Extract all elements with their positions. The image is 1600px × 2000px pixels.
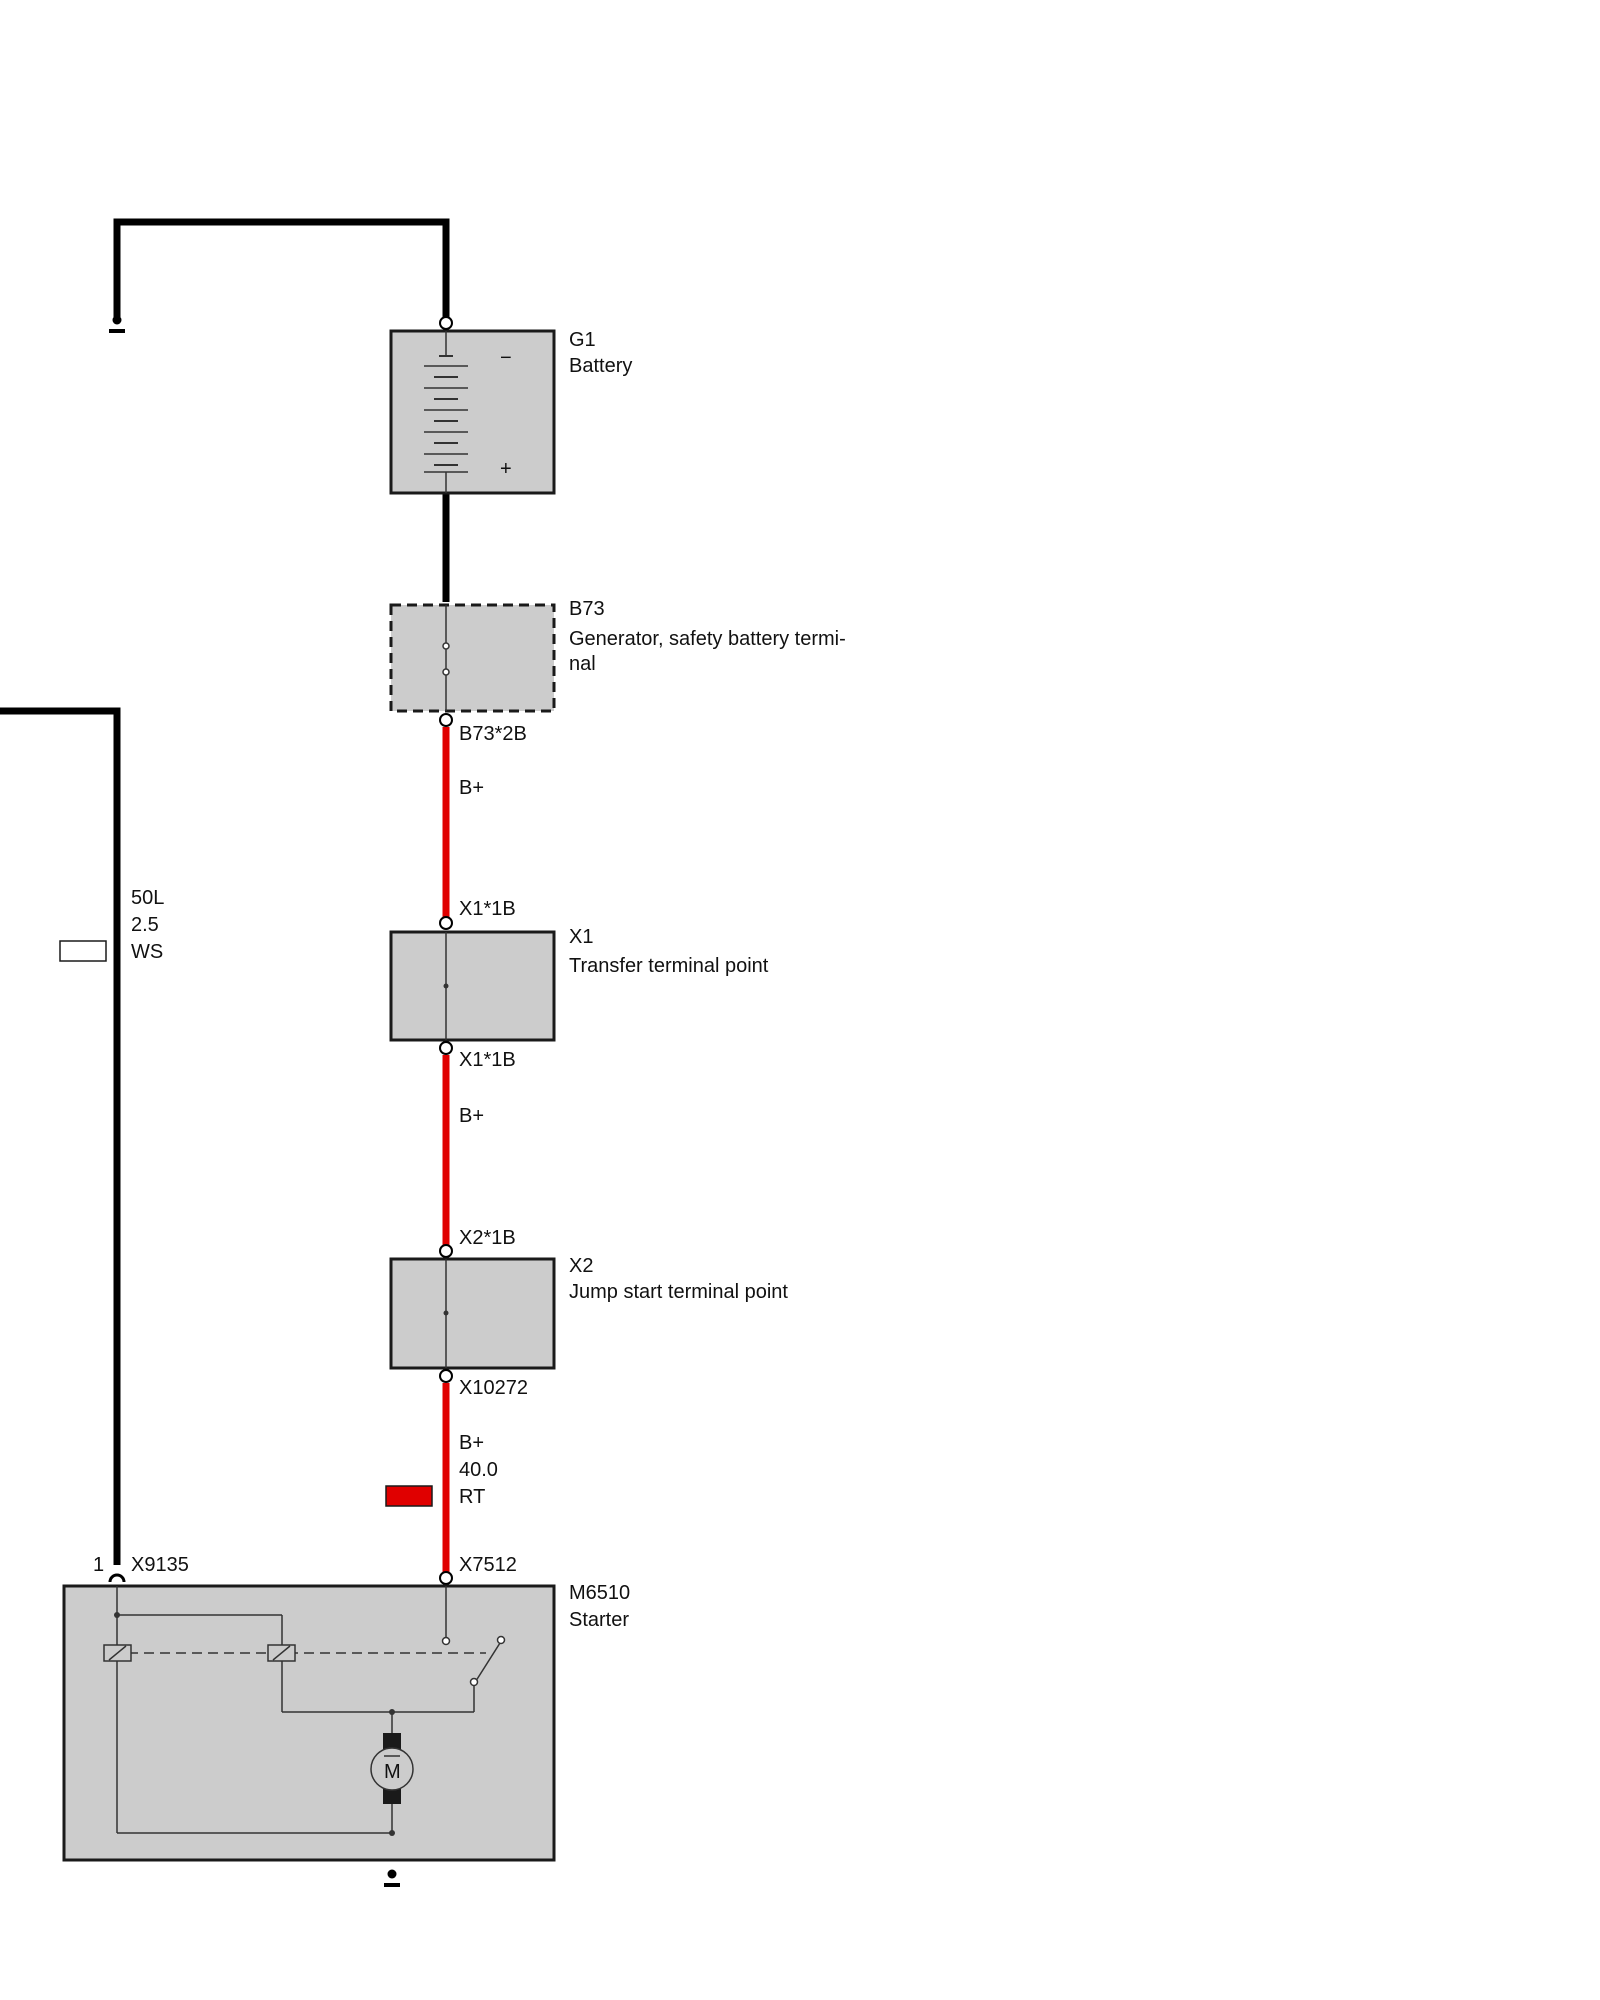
g1-name-label: Battery — [569, 355, 632, 377]
wire-seg3-color-label: RT — [459, 1486, 485, 1508]
m6510-id-label: M6510 — [569, 1582, 630, 1604]
connector-g1-top — [439, 316, 453, 330]
wire-left-color-label: WS — [131, 941, 163, 963]
connector-x2-top — [439, 1244, 453, 1258]
connector-label-x9135: X9135 — [131, 1554, 189, 1576]
connector-x7512 — [439, 1571, 453, 1585]
b73-name-line2: nal — [569, 653, 596, 675]
connector-x1-bottom — [439, 1041, 453, 1055]
wire-seg2-signal-label: B+ — [459, 1105, 484, 1127]
component-m6510-starter: M — [62, 1584, 556, 1862]
x2-id-label: X2 — [569, 1255, 593, 1277]
wire-left-signal-label: 50L — [131, 887, 164, 909]
connector-x10272 — [439, 1369, 453, 1383]
connector-x1-top — [439, 916, 453, 930]
connector-label-x1-1b-top: X1*1B — [459, 898, 516, 920]
component-g1-battery: − + — [389, 329, 556, 495]
battery-cells-symbol — [424, 355, 468, 473]
connector-b73-2b — [439, 713, 453, 727]
connector-label-x7512: X7512 — [459, 1554, 517, 1576]
wire-color-swatch-white — [59, 940, 107, 962]
relay-coil-1 — [103, 1644, 132, 1662]
m6510-name-label: Starter — [569, 1609, 629, 1631]
wire-color-swatch-red — [385, 1485, 433, 1507]
component-x1 — [389, 930, 556, 1042]
connector-pin-x9135: 1 — [93, 1554, 104, 1576]
motor-label: M — [384, 1761, 401, 1783]
wire-seg3-signal-label: B+ — [459, 1432, 484, 1454]
b73-id-label: B73 — [569, 598, 605, 620]
battery-minus-sign: − — [500, 347, 512, 369]
connector-label-b73-2b: B73*2B — [459, 723, 527, 745]
ground-symbol-bottom — [384, 1869, 400, 1887]
x2-name-label: Jump start terminal point — [569, 1281, 788, 1303]
connector-label-x10272: X10272 — [459, 1377, 528, 1399]
wire-left-gauge-label: 2.5 — [131, 914, 159, 936]
connector-label-x2-1b: X2*1B — [459, 1227, 516, 1249]
x1-id-label: X1 — [569, 926, 593, 948]
x1-name-label: Transfer terminal point — [569, 955, 769, 977]
relay-coil-2 — [267, 1644, 296, 1662]
wire-seg3-gauge-label: 40.0 — [459, 1459, 498, 1481]
connector-label-x1-1b-bottom: X1*1B — [459, 1049, 516, 1071]
connector-x9135 — [108, 1573, 126, 1583]
b73-name-line1: Generator, safety battery termi- — [569, 628, 846, 650]
battery-plus-sign: + — [500, 458, 512, 480]
g1-id-label: G1 — [569, 329, 596, 351]
wire-battery-negative-ground — [113, 218, 450, 323]
component-b73 — [389, 603, 556, 713]
wire-50l-left — [0, 707, 121, 1565]
motor-symbol: M — [370, 1733, 414, 1804]
wire-seg1-signal-label: B+ — [459, 777, 484, 799]
component-x2 — [389, 1257, 556, 1370]
ground-symbol-top — [109, 315, 125, 333]
